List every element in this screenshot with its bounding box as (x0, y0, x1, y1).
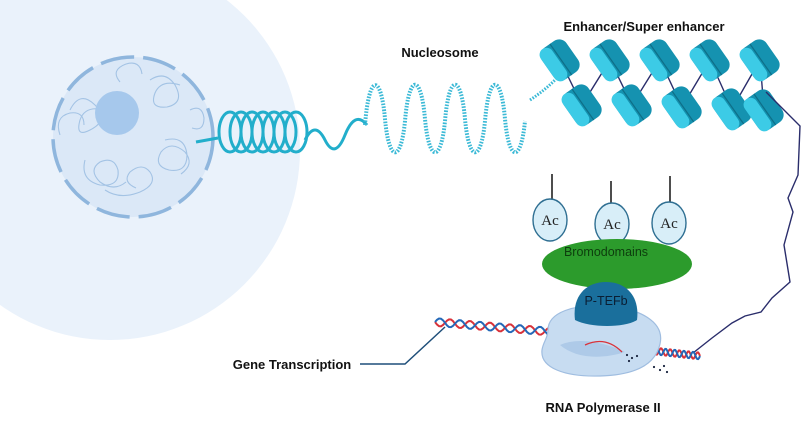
rna-polymerase-label: RNA Polymerase II (545, 400, 660, 415)
fiber-tail (303, 117, 369, 151)
nucleosome (689, 39, 730, 82)
bromodomains-label: Bromodomains (564, 245, 648, 259)
fiber-connector (195, 136, 219, 144)
gene-transcription-label: Gene Transcription (233, 357, 352, 372)
cell-nucleus (0, 0, 300, 340)
chromatin-fiber (195, 78, 557, 155)
nucleosome (743, 89, 784, 132)
ac-label-1: Ac (541, 213, 559, 229)
ac-group-3: Ac (651, 176, 687, 245)
gene-transcription-pointer (360, 326, 446, 365)
coil-loop (283, 110, 309, 154)
nucleolus (95, 91, 139, 135)
nucleosome (661, 86, 702, 129)
polymerase-rna (584, 340, 623, 353)
bromodomains-blob (542, 239, 692, 289)
dna-strand (434, 317, 556, 337)
ac-group-2: Ac (594, 181, 630, 246)
fiber-to-array (529, 78, 557, 102)
acetyl-groups: Ac Ac Ac (532, 174, 687, 246)
nucleosome-array (539, 39, 784, 132)
ac-label-3: Ac (660, 216, 678, 232)
nucleosome (539, 39, 580, 82)
nucleosome (561, 84, 602, 127)
nucleosome-label: Nucleosome (401, 45, 478, 60)
ac-label-2: Ac (603, 217, 621, 233)
ptefb-blob (574, 282, 638, 326)
nucleotides (625, 353, 669, 374)
nucleosome (611, 84, 652, 127)
chromatin-coil (217, 110, 309, 154)
nucleosome-fiber (363, 82, 527, 155)
nucleosome (639, 39, 680, 82)
ptefb-label: P-TEFb (584, 294, 627, 308)
array-linker-dna (559, 57, 765, 111)
nucleosome (739, 39, 780, 82)
coil-loop (272, 110, 298, 154)
nucleosome (589, 39, 630, 82)
enhancer-label: Enhancer/Super enhancer (563, 19, 724, 34)
polymerase-channel (560, 340, 625, 357)
rna-polymerase (541, 305, 669, 377)
nucleus-envelope (51, 55, 215, 219)
linker-dna (692, 91, 801, 354)
nucleosome (711, 88, 752, 131)
ac-group-1: Ac (532, 174, 568, 242)
